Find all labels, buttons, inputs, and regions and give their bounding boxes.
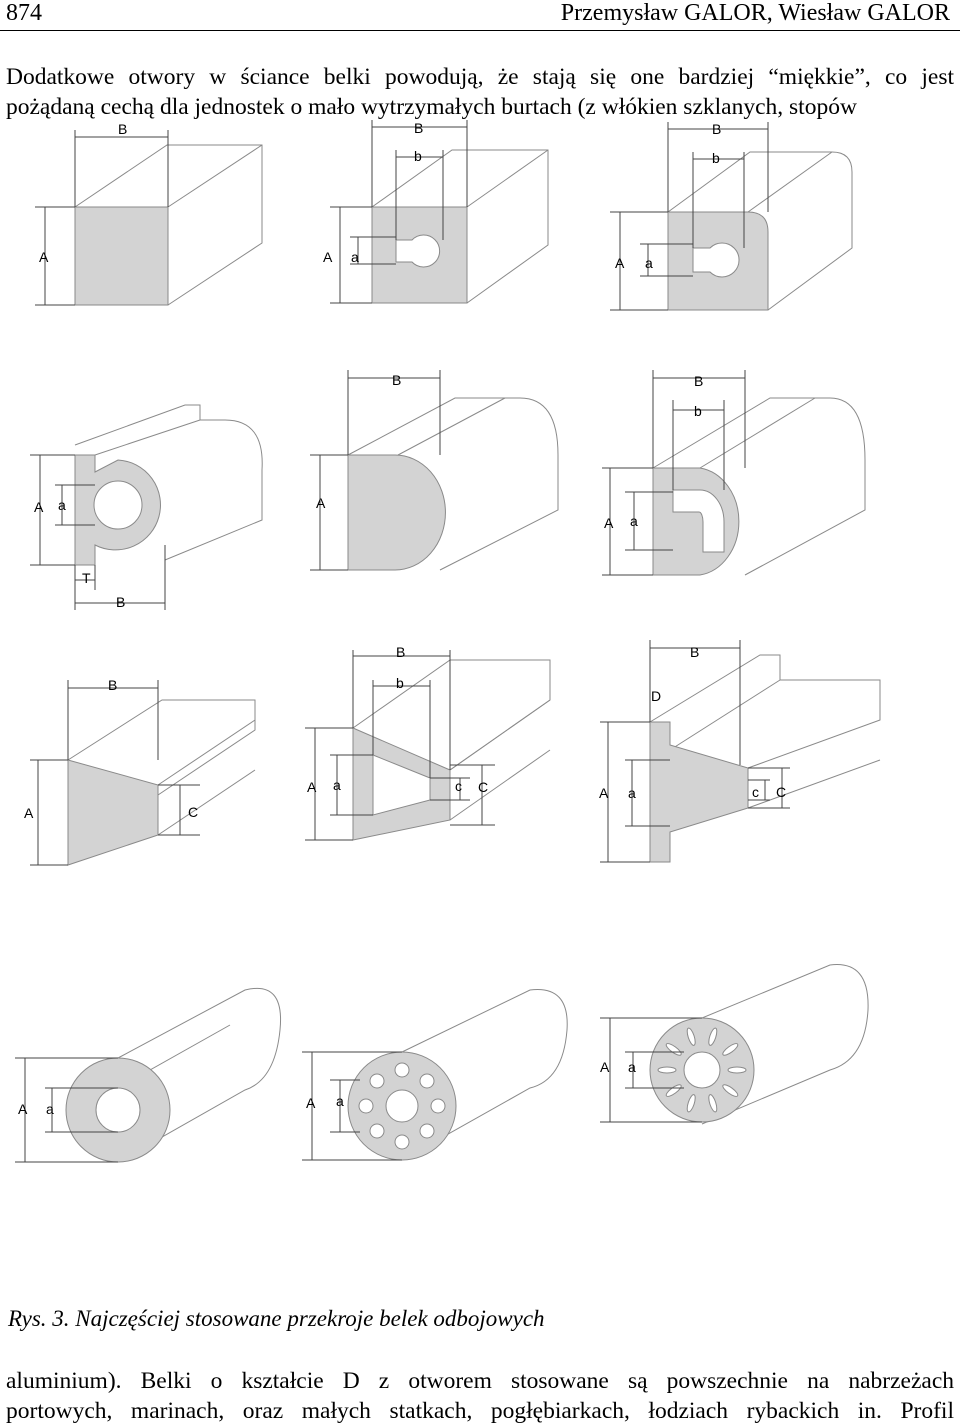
label-c: c [455,778,462,794]
radial-slot [722,1084,739,1097]
label-A: A [24,805,34,821]
continuation-line-1: aluminium). Belki o kształcie D z otwore… [6,1368,954,1394]
label-b: b [396,675,404,691]
label-a: a [58,497,66,513]
profile-square-keyhole: B b A a [323,120,549,304]
profile-tube: A a [15,988,282,1163]
label-C: C [188,804,198,820]
profile-d-solid: B A [310,370,559,571]
radial-slot [722,1043,739,1056]
label-A: A [39,249,49,265]
label-A: A [306,1095,316,1111]
label-b: b [694,403,702,419]
label-B: B [690,644,699,660]
label-A: A [600,1059,610,1075]
continuation-line-2: portowych, marinach, oraz małych statkac… [6,1398,954,1424]
radial-slot [686,1094,696,1113]
radial-slot [708,1027,718,1046]
label-a: a [628,785,636,801]
profile-trapezoid-solid: B A C [24,677,256,866]
label-b: b [712,150,720,166]
label-a: a [630,513,638,529]
label-a: a [336,1093,344,1109]
label-C: C [478,779,488,795]
label-D: D [651,688,661,704]
label-a: a [645,255,653,271]
label-B: B [712,121,721,137]
page-number: 874 [6,0,42,26]
profile-trapezoid-hollow: B b A a c C [305,644,551,841]
figure-caption: Rys. 3. Najczęściej stosowane przekroje … [8,1306,545,1331]
profile-rounded-keyhole: B b A a [610,121,853,311]
label-B: B [108,677,117,693]
label-A: A [34,499,44,515]
radial-slot [708,1094,718,1113]
label-c: c [752,784,759,800]
label-a: a [628,1059,636,1075]
page-header: 874 Przemysław GALOR, Wiesław GALOR [0,0,960,31]
running-head-authors: Przemysław GALOR, Wiesław GALOR [560,0,950,26]
intro-line-1: Dodatkowe otwory w ściance belki powoduj… [6,64,954,90]
label-A: A [604,515,614,531]
label-b: b [414,148,422,164]
radial-slot [657,1066,677,1074]
intro-paragraph: Dodatkowe otwory w ściance belki powoduj… [6,62,954,122]
label-A: A [307,779,317,795]
continuation-paragraph: aluminium). Belki o kształcie D z otwore… [6,1366,954,1426]
label-B: B [116,594,125,610]
profile-trapezoid-flanged: B D A a c C [599,640,881,863]
label-C: C [776,784,786,800]
radial-slot [727,1066,747,1074]
profile-square-solid: B A [35,121,263,306]
label-B: B [396,644,405,660]
label-B: B [694,373,703,389]
label-a: a [46,1101,54,1117]
profile-d-hollow: B b A a [602,370,866,576]
label-A: A [323,249,333,265]
label-B: B [392,372,401,388]
label-A: A [615,255,625,271]
label-B: B [118,121,127,137]
profile-round-hole-flange: A a T B [30,404,263,610]
intro-line-2: pożądaną cechą dla jednostek o mało wytr… [6,94,857,120]
label-B: B [414,120,423,136]
label-a: a [333,777,341,793]
label-A: A [18,1101,28,1117]
label-T: T [82,570,91,586]
label-A: A [599,785,609,801]
radial-slot [686,1027,696,1046]
profile-tube-radial-slots: A a [600,964,869,1125]
label-a: a [351,249,359,265]
label-A: A [316,495,326,511]
profile-tube-ring-holes: A a [302,989,568,1161]
fender-profiles-figure: B A B b A a B b A a [15,120,881,1163]
